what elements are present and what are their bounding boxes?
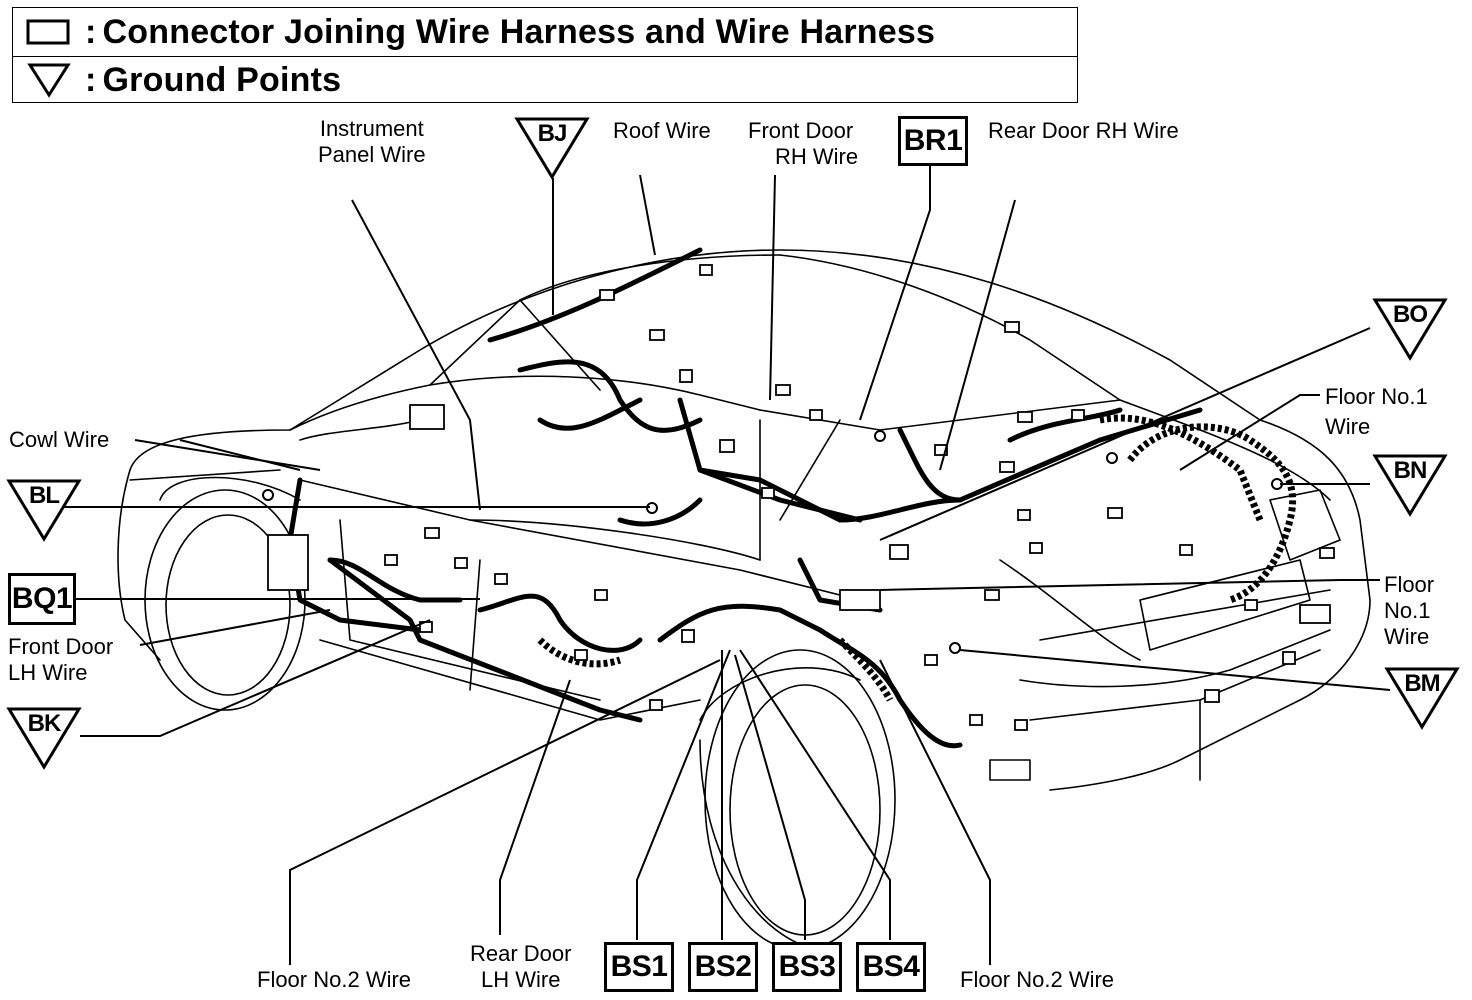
legend-ground-row: :Ground Points [13,56,1077,104]
connector-br1: BR1 [898,116,968,166]
rear-door-rh-wire-label: Rear Door RH Wire [988,118,1179,143]
label-line: Floor No.1 [1325,384,1428,409]
front-door-rh-wire-label: Front Door RH Wire [748,118,858,170]
legend: :Connector Joining Wire Harness and Wire… [12,7,1078,103]
label-line: Rear Door [470,941,572,966]
ground-label: BN [1393,457,1428,484]
triangle-down-icon [13,62,85,98]
triangle-down-icon [6,707,82,770]
connector-bs2: BS2 [688,942,758,992]
connector-bs4: BS4 [856,942,926,992]
ground-label: BL [29,482,60,509]
legend-colon: : [85,12,97,51]
floor-no1-wire-upper-label: Floor No.1 Wire [1325,384,1428,440]
triangle-down-icon [1372,298,1448,361]
roof-wire-label: Roof Wire [613,118,711,143]
label-line: Floor [1384,572,1435,597]
connector-bq1: BQ1 [8,573,76,625]
triangle-down-icon [514,117,590,180]
floor-no2-wire-right-label: Floor No.2 Wire [960,967,1115,992]
label-line: LH Wire [481,967,561,992]
legend-colon: : [85,60,97,99]
triangle-down-icon [1384,667,1460,730]
ground-point-bk: BK [6,706,82,770]
label-line: Wire [1384,624,1430,649]
floor-no1-wire-lower-label: Floor No.1 Wire [1384,572,1434,650]
ground-point-bm: BM [1384,666,1460,730]
label-line: Instrument [319,116,424,141]
label-line: Panel Wire [318,142,426,167]
label-line: Front Door [748,118,854,143]
rectangle-icon [13,18,85,46]
ground-label: BM [1404,670,1440,697]
label-line: LH Wire [8,660,88,685]
triangle-down-icon [6,479,82,542]
floor-no2-wire-left-label: Floor No.2 Wire [257,967,412,992]
label-line: Wire [1325,414,1371,439]
ground-point-bo: BO [1372,297,1448,361]
legend-connector-text: Connector Joining Wire Harness and Wire … [102,12,936,51]
ground-point-bj: BJ [514,116,590,180]
ground-point-bl: BL [6,478,82,542]
label-line: No.1 [1384,598,1431,623]
label-line: RH Wire [775,144,859,169]
legend-connector-row: :Connector Joining Wire Harness and Wire… [13,8,1077,57]
ground-label: BK [27,710,62,737]
label-line: Front Door [8,634,114,659]
rear-door-lh-wire-label: Rear Door LH Wire [470,941,571,993]
ground-label: BO [1393,301,1428,328]
ground-point-bn: BN [1372,453,1448,517]
cowl-wire-label: Cowl Wire [9,427,110,452]
legend-ground-text: Ground Points [102,60,342,99]
ground-label: BJ [537,120,568,147]
instrument-panel-wire-label: Instrument Panel Wire [318,116,426,168]
front-door-lh-wire-label: Front Door LH Wire [8,634,113,686]
triangle-down-icon [1372,454,1448,517]
connector-bs3: BS3 [772,942,842,992]
connector-bs1: BS1 [604,942,674,992]
